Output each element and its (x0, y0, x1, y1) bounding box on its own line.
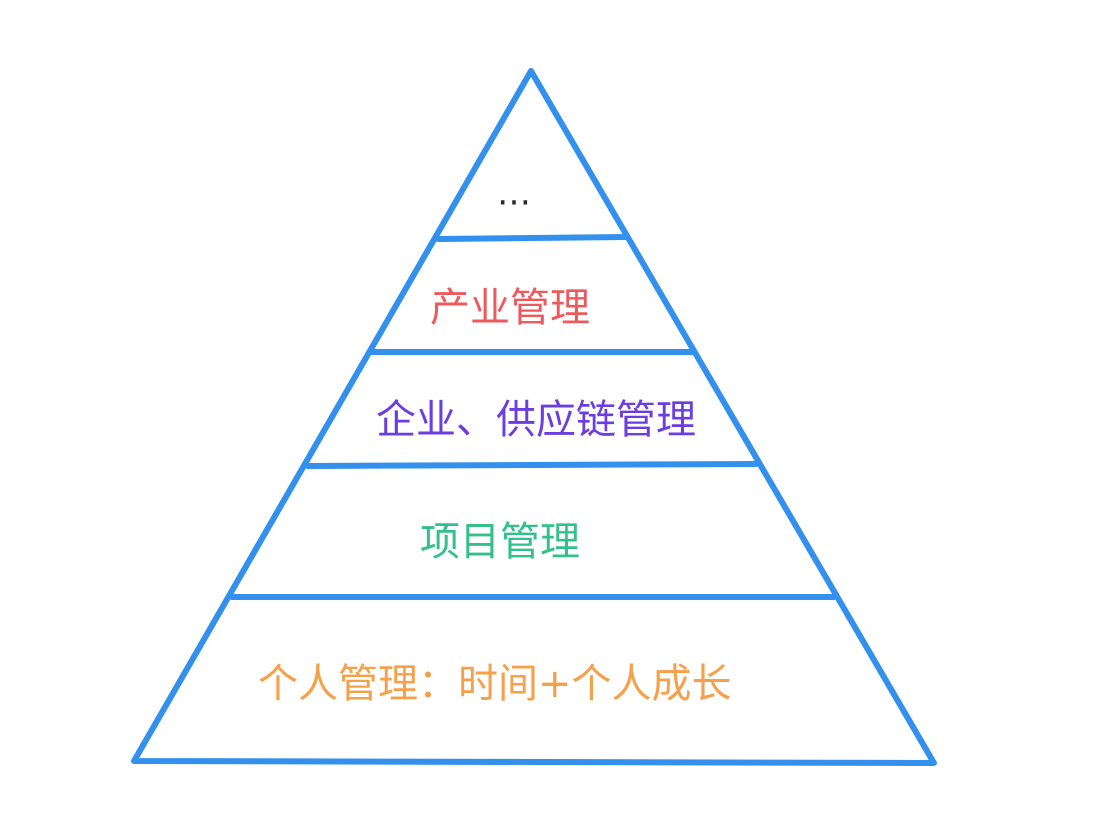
tier-divider-3 (305, 461, 759, 469)
tier-label-industry-management: 产业管理 (430, 285, 590, 331)
tier-label-personal-management: 个人管理：时间+个人成长 (258, 661, 732, 707)
pyramid-outline (131, 68, 937, 766)
tier-divider-1 (435, 234, 629, 242)
tier-label-top: … (497, 174, 537, 214)
tier-label-project-management: 项目管理 (420, 519, 580, 565)
tier-label-enterprise-supply-chain-management: 企业、供应链管理 (376, 397, 696, 443)
